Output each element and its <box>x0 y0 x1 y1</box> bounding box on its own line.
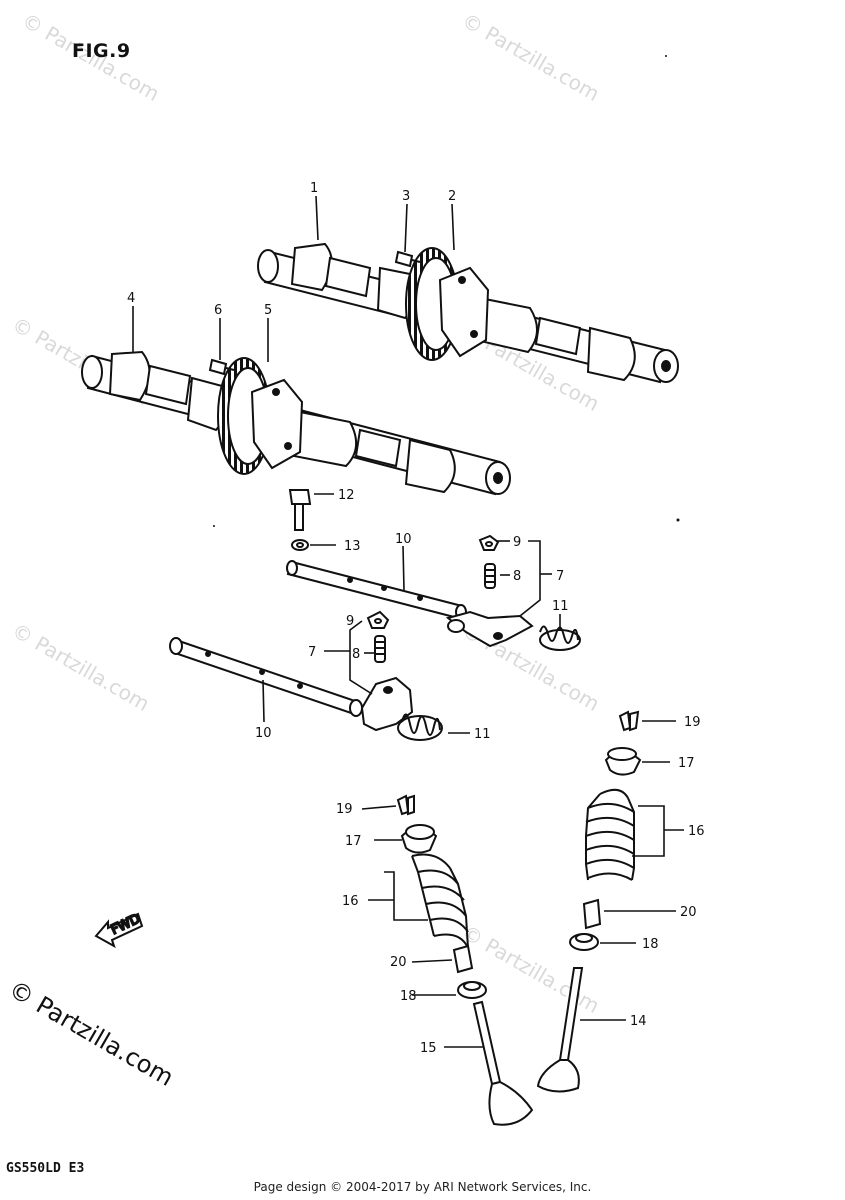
retainer-right <box>604 747 642 776</box>
callout-14: 14 <box>630 1014 647 1029</box>
rocker-shaft-upper <box>286 560 467 620</box>
callout-4: 4 <box>127 291 135 306</box>
callout-10: 10 <box>395 532 412 547</box>
cam-sprocket-upper <box>405 247 490 361</box>
callout-18: 18 <box>642 937 659 952</box>
callout-19: 19 <box>336 802 353 817</box>
callout-2: 2 <box>448 189 456 204</box>
spring-right <box>585 788 635 881</box>
cotter-left <box>396 794 415 816</box>
callouts: 1 3 2 4 5 6 12 13 10 9 8 7 11 9 7 8 10 1… <box>127 181 705 1056</box>
callout-10: 10 <box>255 726 272 741</box>
callout-9: 9 <box>346 614 354 629</box>
spring-seat-right <box>569 933 599 951</box>
footer-copyright: Page design © 2004-2017 by ARI Network S… <box>253 1180 592 1194</box>
callout-17: 17 <box>345 834 362 849</box>
callout-5: 5 <box>264 303 272 318</box>
seal-right <box>582 898 602 930</box>
callout-16: 16 <box>342 894 359 909</box>
rocker-arm-upper <box>445 610 534 648</box>
washer-13 <box>291 539 309 551</box>
callout-15: 15 <box>420 1041 437 1056</box>
model-code: GS550LD E3 <box>6 1161 85 1176</box>
callout-11: 11 <box>552 599 569 614</box>
callout-11: 11 <box>474 727 491 742</box>
callout-6: 6 <box>214 303 222 318</box>
valve-14 <box>536 967 584 1093</box>
callout-13: 13 <box>344 539 361 554</box>
sprocket-bolt-lower <box>208 358 235 376</box>
retainer-left <box>400 824 438 854</box>
bolt-12 <box>288 489 312 531</box>
callout-20: 20 <box>390 955 407 970</box>
adjusting-screw-upper <box>484 563 496 589</box>
leader-lines <box>132 195 684 1048</box>
cotter-right <box>618 710 640 732</box>
callout-17: 17 <box>678 756 695 771</box>
locknut-lower <box>366 610 390 629</box>
callout-1: 1 <box>310 181 318 196</box>
adjusting-screw-lower <box>374 635 386 663</box>
rocker-arm-lower <box>360 676 414 732</box>
callout-12: 12 <box>338 488 355 503</box>
spring-left <box>411 853 469 949</box>
callout-19: 19 <box>684 715 701 730</box>
sprocket-bolt-upper <box>394 250 421 268</box>
rocker-shaft-lower <box>169 637 363 717</box>
callout-7: 7 <box>308 645 316 660</box>
callout-3: 3 <box>402 189 410 204</box>
locknut-upper <box>478 534 500 551</box>
callout-7: 7 <box>556 569 564 584</box>
rocker-spring-lower <box>397 713 443 741</box>
callout-8: 8 <box>513 569 521 584</box>
callout-20: 20 <box>680 905 697 920</box>
spring-seat-left <box>457 981 487 999</box>
cam-sprocket-lower <box>217 357 304 475</box>
callout-9: 9 <box>513 535 521 550</box>
callout-16: 16 <box>688 824 705 839</box>
callout-8: 8 <box>352 647 360 662</box>
seal-left <box>452 944 474 974</box>
fwd-arrow-icon: FWD <box>94 911 144 949</box>
valve-15 <box>472 1000 534 1126</box>
callout-18: 18 <box>400 989 417 1004</box>
figure-title: FIG.9 <box>72 40 131 62</box>
